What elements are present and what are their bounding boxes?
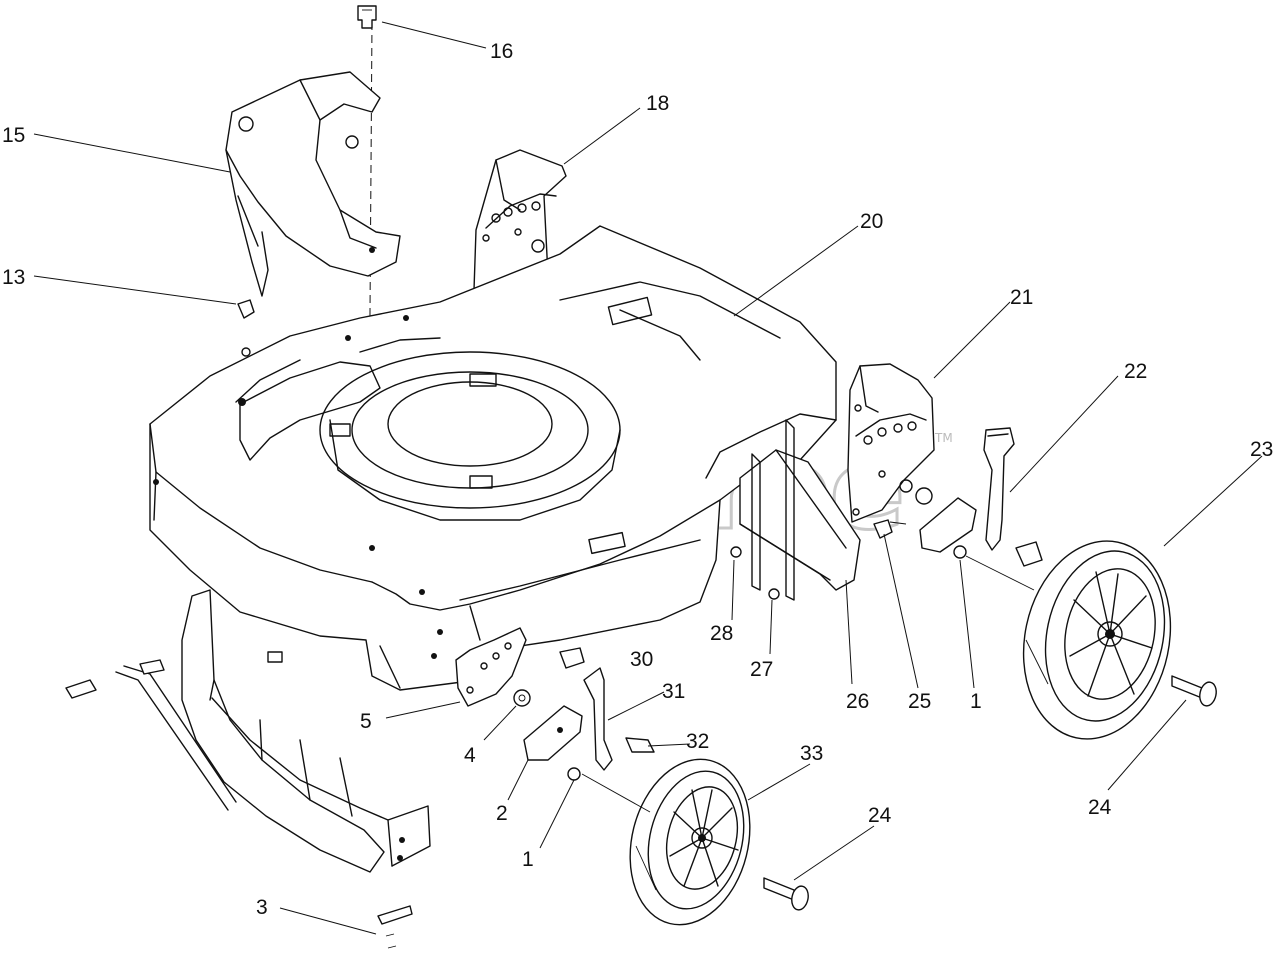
- watermark-trademark: TM: [934, 431, 953, 445]
- part-32-bolt[interactable]: [625, 737, 655, 753]
- callout-2: 2: [496, 802, 508, 825]
- part-3-pin[interactable]: [377, 905, 413, 949]
- callout-27: 27: [750, 658, 773, 681]
- callout-21: 21: [1010, 286, 1033, 309]
- callout-20: 20: [860, 210, 883, 233]
- callout-23: 23: [1250, 438, 1273, 461]
- callout-33: 33: [800, 742, 823, 765]
- part-5-height-bracket[interactable]: [455, 627, 527, 707]
- callout-13: 13: [2, 266, 25, 289]
- callout-31: 31: [662, 680, 685, 703]
- callout-16: 16: [490, 40, 513, 63]
- callout-labels: 16 15 18 13 20 21 22 23 28 27 26 25 1 30…: [2, 40, 1273, 919]
- part-23-rear-wheel[interactable]: [1006, 527, 1188, 753]
- part-33-front-wheel[interactable]: [613, 746, 766, 937]
- callout-25: 25: [908, 690, 931, 713]
- part-15-mulch-plug[interactable]: [225, 71, 401, 297]
- callout-32: 32: [686, 730, 709, 753]
- callout-3: 3: [256, 896, 268, 919]
- part-30-clip[interactable]: [559, 647, 585, 669]
- callout-22: 22: [1124, 360, 1147, 383]
- bolt-line: [889, 521, 907, 525]
- axle-line-front: [581, 773, 651, 813]
- part-28-plate[interactable]: [730, 453, 761, 591]
- callout-15: 15: [2, 124, 25, 147]
- part-20-deck[interactable]: [149, 225, 837, 691]
- axle-line-rear: [965, 555, 1035, 591]
- part-2-axle-plate[interactable]: [523, 705, 583, 761]
- part-22-lever[interactable]: [983, 427, 1043, 567]
- part-4-washer[interactable]: [513, 689, 531, 707]
- part-16-knob[interactable]: [357, 5, 377, 29]
- grass-bag-frame[interactable]: [65, 589, 431, 873]
- callout-18: 18: [646, 92, 669, 115]
- part-1-washer-left[interactable]: [567, 767, 581, 781]
- callout-1-right: 1: [970, 690, 982, 713]
- part-27-plate[interactable]: [768, 419, 795, 601]
- callout-1-left: 1: [522, 848, 534, 871]
- callout-28: 28: [710, 622, 733, 645]
- callout-30: 30: [630, 648, 653, 671]
- callout-5: 5: [360, 710, 372, 733]
- part-31-lever[interactable]: [583, 667, 613, 771]
- part-axle-plate-front[interactable]: [915, 487, 977, 559]
- leader-lines: [33, 21, 1263, 935]
- part-25-bolt[interactable]: [873, 519, 893, 539]
- callout-24-right: 24: [1088, 796, 1112, 819]
- callout-26: 26: [846, 690, 869, 713]
- part-24-wheel-bolt-left[interactable]: [763, 877, 810, 911]
- callout-4: 4: [464, 744, 476, 767]
- part-13-screw[interactable]: [237, 299, 255, 357]
- part-21-height-adjuster[interactable]: [847, 363, 935, 523]
- part-24-wheel-bolt-right[interactable]: [1171, 675, 1218, 707]
- callout-24-left: 24: [868, 804, 892, 827]
